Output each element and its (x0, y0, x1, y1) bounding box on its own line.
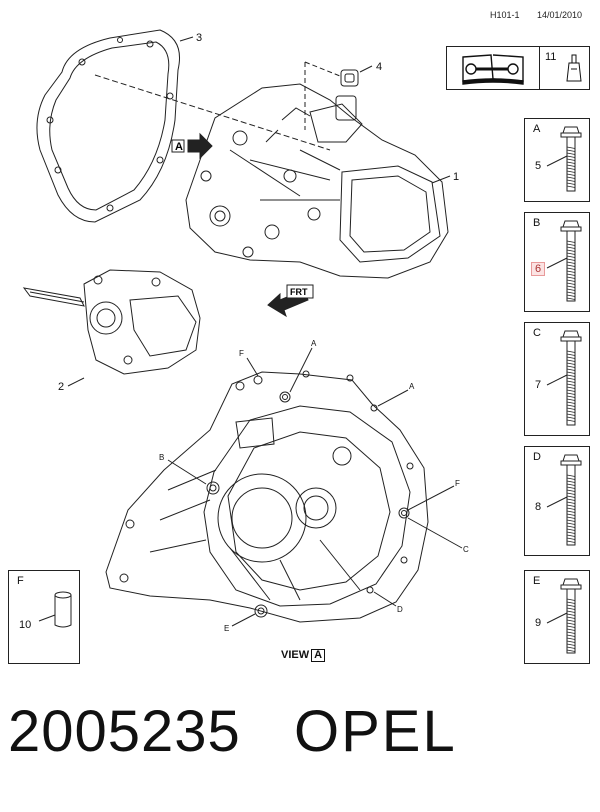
callout-1: 1 (453, 171, 459, 183)
point-label-a-top: A (311, 339, 317, 348)
bolt-item-number: 6 (531, 262, 546, 276)
callout-4: 4 (376, 61, 382, 73)
sealant-tube-icon (563, 53, 585, 90)
brand-name: OPEL (294, 699, 457, 764)
sleeve-drawing (38, 591, 72, 628)
front-label: FRT (290, 287, 308, 297)
bolt-item-number: 7 (535, 379, 542, 391)
manual-box: 11 (446, 46, 590, 90)
point-label-f-top: F (239, 349, 244, 358)
housing-face-view-drawing (105, 370, 429, 623)
bolt-item-number: 5 (535, 160, 542, 172)
callout-2: 2 (58, 381, 64, 393)
bolt-item-number: 8 (535, 501, 542, 513)
bolt-item-number: 9 (535, 617, 542, 629)
view-a-text: VIEW (281, 649, 310, 661)
point-label-e: E (224, 624, 229, 633)
sleeve-item-number: 10 (19, 619, 32, 631)
view-arrow-label: A (175, 141, 183, 153)
view-a-letter: A (311, 649, 326, 662)
bolt-drawing (546, 126, 582, 192)
bolt-drawing (546, 220, 582, 302)
point-label-d: D (397, 605, 403, 614)
sleeve-box-letter: F (17, 575, 24, 587)
point-label-a-right: A (409, 382, 415, 391)
part-number: 2005235 (8, 699, 241, 764)
plug-drawing (340, 69, 359, 87)
callout-3: 3 (196, 32, 202, 44)
shaft-assembly-drawing (22, 269, 201, 375)
gasket-drawing (36, 29, 180, 223)
bolt-box-letter: B (533, 217, 541, 229)
diagram-code: H101-1 (490, 10, 520, 20)
sleeve-box: F 10 (8, 570, 80, 664)
bolt-box-letter: A (533, 123, 541, 135)
bolt-drawing (546, 454, 582, 546)
diagram-date: 14/01/2010 (537, 10, 583, 20)
bolt-box-letter: E (533, 575, 541, 587)
bolt-drawing (546, 578, 582, 654)
bolt-drawing (546, 330, 582, 426)
manual-item-number: 11 (545, 51, 557, 63)
bolt-box-letter: C (533, 327, 541, 339)
transmission-housing-drawing (185, 83, 449, 279)
bolt-box-letter: D (533, 451, 541, 463)
point-label-c: C (463, 545, 469, 554)
point-label-b: B (159, 453, 164, 462)
point-label-f-right: F (455, 479, 460, 488)
book-wrench-icon (447, 47, 540, 89)
